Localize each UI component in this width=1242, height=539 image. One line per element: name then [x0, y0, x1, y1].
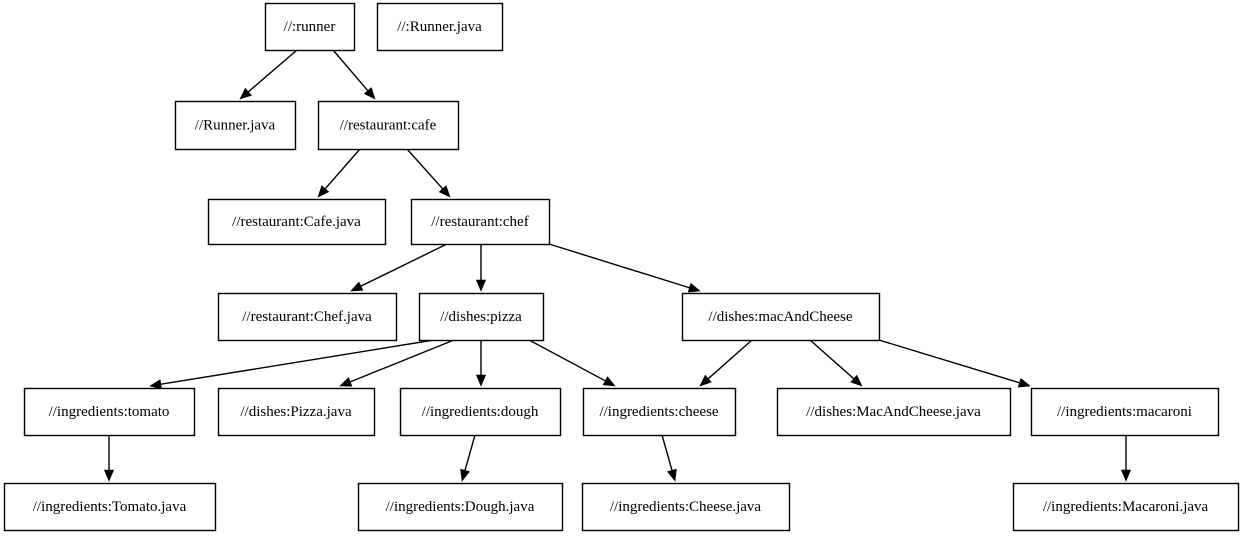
- node-dishes_pizza_java[interactable]: //dishes:Pizza.java: [217, 387, 376, 437]
- node-restaurant_cafe_java[interactable]: //restaurant:Cafe.java: [207, 198, 387, 246]
- edge-restaurant_cafe-to-restaurant_cafe_java[interactable]: [317, 148, 361, 198]
- edge-dishes_macandcheese-to-ing_macaroni[interactable]: [878, 339, 1031, 388]
- edge-line: [160, 339, 435, 385]
- node-box[interactable]: [264, 2, 356, 52]
- node-dishes_macandcheese_java[interactable]: //dishes:MacAndCheese.java: [776, 387, 1012, 437]
- node-box[interactable]: [410, 198, 551, 246]
- arrowhead-icon: [317, 185, 330, 198]
- edge-ing_macaroni-to-ing_macaroni_java[interactable]: [1120, 435, 1132, 482]
- edge-line: [349, 339, 455, 383]
- edge-hit-area[interactable]: [351, 244, 447, 291]
- arrowhead-icon: [475, 374, 487, 387]
- arrowhead-icon: [602, 376, 616, 387]
- node-box[interactable]: [174, 100, 297, 151]
- arrowhead-icon: [350, 281, 364, 292]
- edge-ing_cheese-to-ing_cheese_java[interactable]: [661, 434, 677, 482]
- edge-runner-to-restaurant_cafe[interactable]: [332, 49, 376, 100]
- edge-line: [661, 434, 673, 471]
- node-ing_dough[interactable]: //ingredients:dough: [399, 387, 562, 437]
- arrowhead-icon: [687, 282, 701, 293]
- edge-hit-area[interactable]: [529, 340, 615, 386]
- arrowhead-icon: [699, 374, 712, 387]
- edge-line: [360, 243, 448, 287]
- node-dishes_pizza[interactable]: //dishes:pizza: [418, 292, 545, 342]
- node-box[interactable]: [217, 292, 398, 342]
- node-dishes_macandcheese[interactable]: //dishes:macAndCheese: [681, 292, 881, 342]
- edge-runner-to-runner_java[interactable]: [239, 49, 298, 100]
- edge-hit-area[interactable]: [549, 244, 700, 291]
- arrowhead-icon: [667, 468, 677, 482]
- node-ing_macaroni_java[interactable]: //ingredients:Macaroni.java: [1012, 482, 1240, 532]
- node-ing_macaroni[interactable]: //ingredients:macaroni: [1030, 387, 1220, 437]
- arrowhead-icon: [363, 87, 376, 100]
- edge-line: [324, 148, 361, 190]
- node-restaurant_cafe[interactable]: //restaurant:cafe: [317, 100, 460, 151]
- node-box[interactable]: [418, 292, 545, 342]
- node-box[interactable]: [581, 482, 791, 532]
- edge-line: [464, 434, 476, 471]
- edge-ing_dough-to-ing_dough_java[interactable]: [460, 434, 476, 482]
- node-restaurant_chef[interactable]: //restaurant:chef: [410, 198, 551, 246]
- edge-dishes_pizza-to-ing_dough[interactable]: [475, 340, 487, 387]
- node-box[interactable]: [681, 292, 881, 342]
- node-box[interactable]: [1030, 387, 1220, 437]
- edges-layer: [103, 49, 1132, 482]
- edge-line: [707, 339, 753, 380]
- arrowhead-icon: [339, 377, 353, 387]
- arrowhead-icon: [475, 279, 487, 292]
- edge-line: [247, 49, 298, 93]
- edge-line: [528, 339, 606, 382]
- node-restaurant_chef_java[interactable]: //restaurant:Chef.java: [217, 292, 398, 342]
- edge-line: [332, 49, 369, 92]
- arrowhead-icon: [149, 379, 162, 390]
- edge-ing_tomato-to-ing_tomato_java[interactable]: [103, 435, 115, 482]
- node-box[interactable]: [217, 387, 376, 437]
- node-box[interactable]: [317, 100, 460, 151]
- node-ing_cheese[interactable]: //ingredients:cheese: [582, 387, 737, 437]
- node-ing_dough_java[interactable]: //ingredients:Dough.java: [357, 482, 564, 532]
- node-box[interactable]: [776, 387, 1012, 437]
- node-box[interactable]: [376, 2, 504, 52]
- arrowhead-icon: [1017, 377, 1031, 388]
- arrowhead-icon: [239, 87, 252, 100]
- node-box[interactable]: [399, 387, 562, 437]
- arrowhead-icon: [438, 185, 451, 198]
- edge-restaurant_cafe-to-restaurant_chef[interactable]: [406, 148, 451, 198]
- edge-dishes_macandcheese-to-ing_cheese[interactable]: [699, 339, 753, 387]
- edge-dishes_pizza-to-ing_tomato[interactable]: [149, 339, 435, 390]
- edge-line: [548, 243, 690, 289]
- node-box[interactable]: [23, 387, 196, 437]
- edge-restaurant_chef-to-restaurant_chef_java[interactable]: [350, 243, 448, 292]
- edge-dishes_pizza-to-dishes_pizza_java[interactable]: [339, 339, 455, 387]
- node-box[interactable]: [207, 198, 387, 246]
- node-ing_tomato_java[interactable]: //ingredients:Tomato.java: [3, 482, 217, 532]
- arrowhead-icon: [1120, 469, 1132, 482]
- node-box[interactable]: [357, 482, 564, 532]
- arrowhead-icon: [460, 468, 470, 482]
- edge-line: [809, 339, 855, 380]
- node-box[interactable]: [582, 387, 737, 437]
- edge-line: [878, 339, 1020, 384]
- edge-dishes_macandcheese-to-dishes_macandcheese_java[interactable]: [809, 339, 863, 387]
- node-box[interactable]: [1012, 482, 1240, 532]
- node-ing_tomato[interactable]: //ingredients:tomato: [23, 387, 196, 437]
- edge-hit-area[interactable]: [879, 340, 1030, 386]
- node-runner_java[interactable]: //Runner.java: [174, 100, 297, 151]
- edge-restaurant_chef-to-dishes_macandcheese[interactable]: [548, 243, 701, 293]
- edge-dishes_pizza-to-ing_cheese[interactable]: [528, 339, 616, 387]
- node-runner[interactable]: //:runner: [264, 2, 356, 52]
- edge-line: [406, 148, 444, 190]
- node-box[interactable]: [3, 482, 217, 532]
- edge-restaurant_chef-to-dishes_pizza[interactable]: [475, 244, 487, 292]
- arrowhead-icon: [103, 469, 115, 482]
- arrowhead-icon: [850, 374, 863, 387]
- node-root_runner_java[interactable]: //:Runner.java: [376, 2, 504, 52]
- node-ing_cheese_java[interactable]: //ingredients:Cheese.java: [581, 482, 791, 532]
